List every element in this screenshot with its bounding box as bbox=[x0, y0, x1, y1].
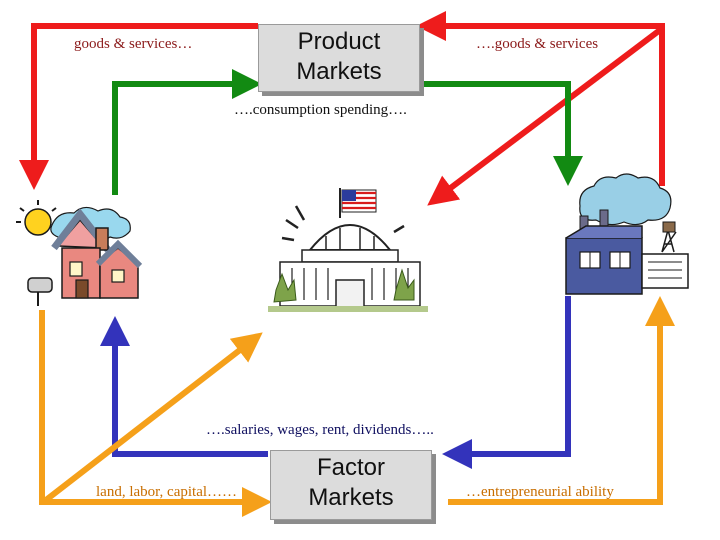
spending-flow-from-households-arrow bbox=[112, 69, 262, 195]
land-labor-capital-label: land, labor, capital…… bbox=[96, 484, 238, 500]
spending-flow-to-business-arrow bbox=[422, 81, 583, 186]
income-flow-to-households-arrow bbox=[100, 316, 268, 457]
factor-markets-line2: Markets bbox=[308, 484, 394, 511]
income-flow-from-business-arrow bbox=[442, 296, 571, 469]
product-markets-box: Product Markets bbox=[258, 24, 420, 92]
salaries-wages-label: ….salaries, wages, rent, dividends….. bbox=[206, 422, 434, 438]
resource-flow-from-households-arrow bbox=[39, 310, 272, 517]
product-markets-line1: Product bbox=[297, 28, 381, 55]
goods-and-services-label-right: ….goods & services bbox=[476, 36, 599, 52]
goods-and-services-label-left: goods & services… bbox=[74, 36, 193, 52]
house-icon bbox=[16, 200, 143, 306]
entrepreneurial-ability-label: …entrepreneurial ability bbox=[466, 484, 614, 500]
resource-flow-to-business-arrow bbox=[448, 296, 675, 505]
product-markets-line2: Markets bbox=[296, 58, 382, 85]
factory-icon bbox=[565, 173, 689, 295]
factor-markets-box: Factor Markets bbox=[270, 450, 432, 520]
resource-flow-to-government-arrow bbox=[44, 332, 263, 503]
goods-flow-to-government-arrow bbox=[427, 27, 662, 206]
consumption-spending-label: ….consumption spending…. bbox=[234, 102, 407, 118]
goods-flow-from-business-arrow bbox=[416, 11, 665, 186]
goods-flow-to-households-arrow bbox=[19, 23, 258, 190]
capitol-icon bbox=[268, 188, 428, 312]
factor-markets-line1: Factor bbox=[316, 454, 385, 481]
